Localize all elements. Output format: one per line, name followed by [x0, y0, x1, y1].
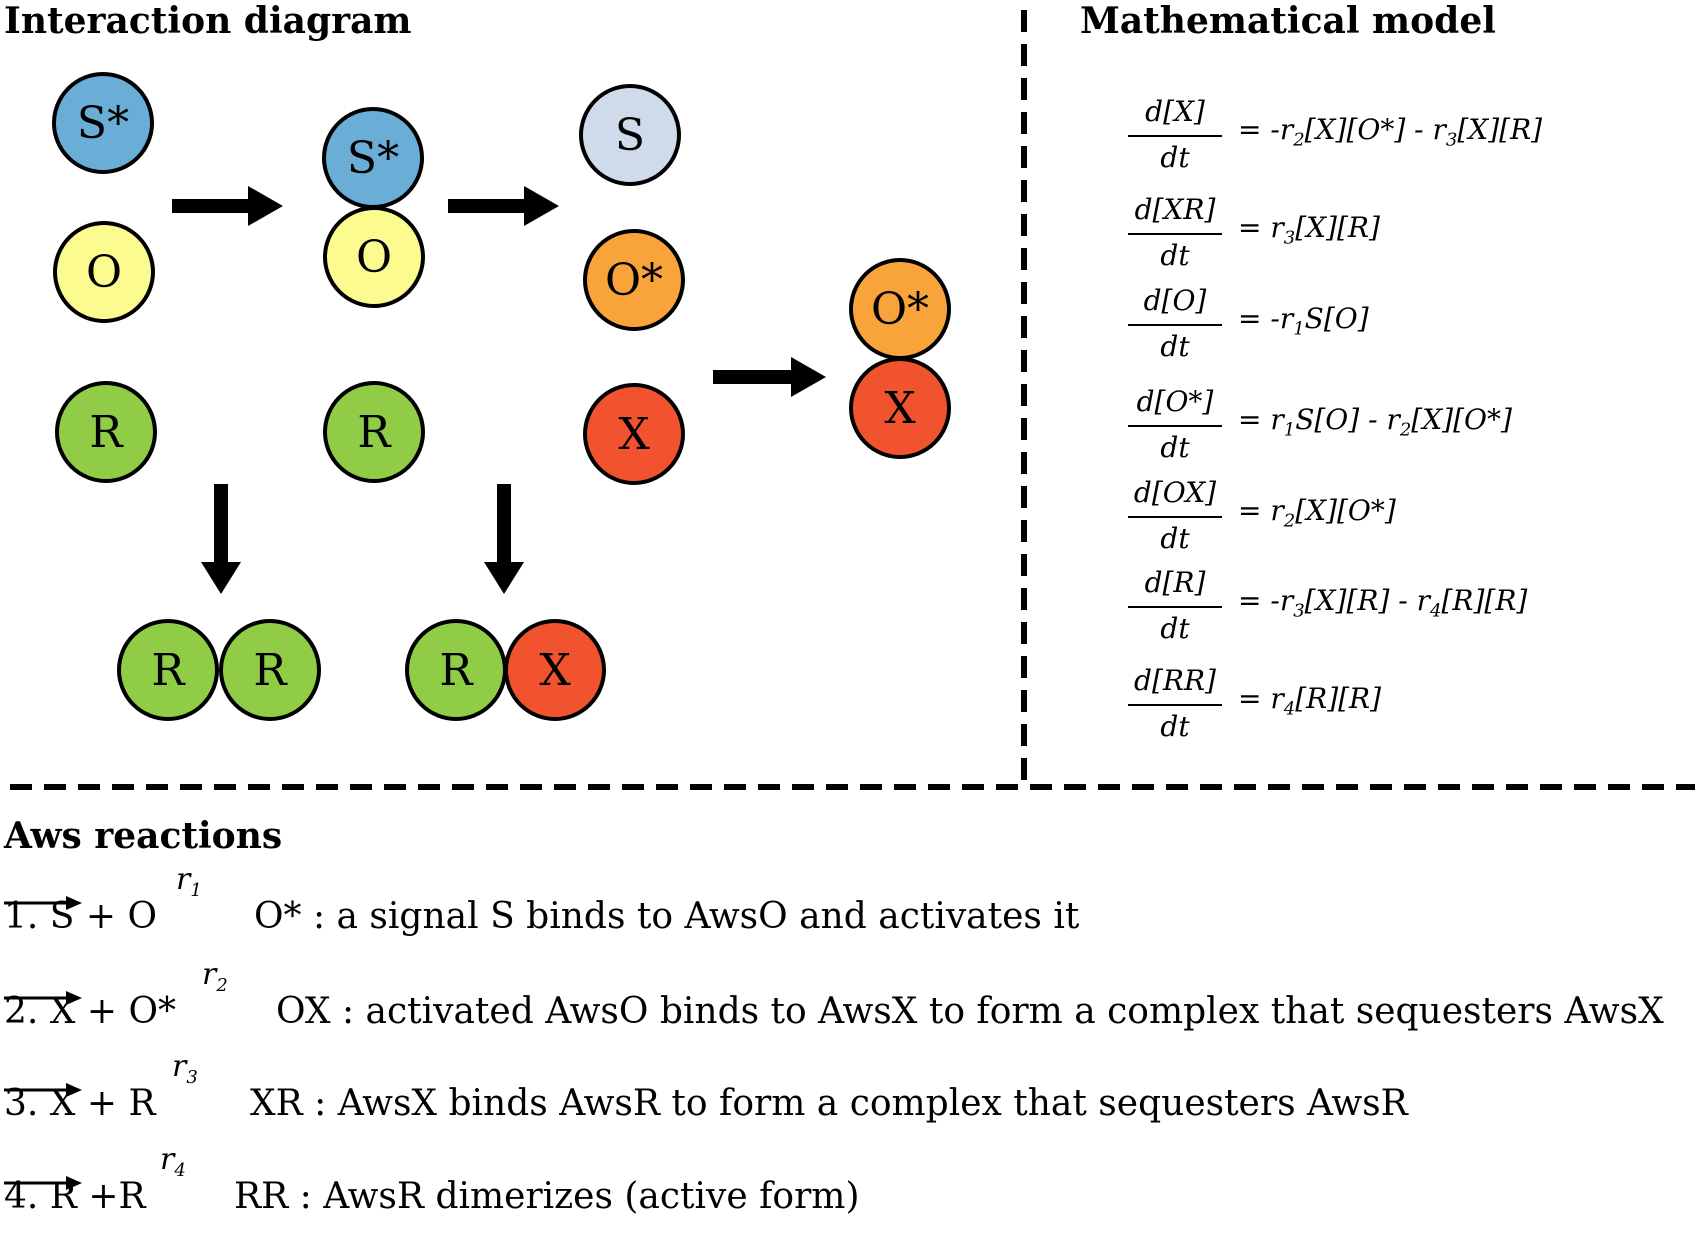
equation-rhs: = -r2[X][O*] - r3[X][R] [1238, 113, 1543, 151]
node-o-2: O [323, 206, 425, 308]
interaction-diagram-title: Interaction diagram [4, 0, 412, 42]
arrow-down-1 [201, 484, 241, 594]
svg-text:R: R [357, 407, 392, 458]
node-r-2: R [323, 381, 425, 483]
arrow-right-1 [172, 186, 283, 226]
node-o-star-4: O* [849, 258, 951, 360]
equation-rhs: = r1S[O] - r2[X][O*] [1238, 403, 1512, 441]
svg-text:X: X [618, 409, 650, 460]
reaction-2: 2. X + O* r2 OX : activated AwsO binds t… [4, 957, 1664, 1032]
svg-text:O*: O* [605, 255, 663, 306]
svg-text:X: X [539, 645, 571, 696]
node-r-1: R [55, 381, 157, 483]
svg-text:O: O [356, 232, 392, 283]
equation-xr: d[XR]dt= r3[X][R] [1110, 193, 1690, 283]
equation-rhs: = r2[X][O*] [1238, 494, 1396, 532]
node-x-4: X [849, 357, 951, 459]
node-rx-x: X [504, 619, 606, 721]
equation-o-star: d[O*]dt= r1S[O] - r2[X][O*] [1110, 385, 1690, 475]
equation-rhs: = -r1S[O] [1238, 302, 1369, 340]
node-o-1: O [53, 221, 155, 323]
reaction-arrow [4, 1176, 82, 1190]
node-x-3: X [583, 383, 685, 485]
reaction-arrow [4, 896, 82, 910]
reaction-1: 1. S + O r1 O* : a signal S binds to Aws… [4, 862, 1080, 937]
equation-ox: d[OX]dt= r2[X][O*] [1110, 476, 1690, 566]
svg-text:S*: S* [347, 133, 399, 184]
node-rr-left: R [117, 619, 219, 721]
svg-text:R: R [439, 645, 474, 696]
reaction-3: 3. X + R r3 XR : AwsX binds AwsR to form… [4, 1049, 1408, 1124]
svg-text:R: R [151, 645, 186, 696]
svg-text:S: S [615, 110, 645, 161]
svg-text:R: R [253, 645, 288, 696]
svg-text:R: R [89, 407, 124, 458]
svg-text:S*: S* [77, 98, 129, 149]
node-rr-right: R [219, 619, 321, 721]
node-s-star-2: S* [322, 107, 424, 209]
node-s-3: S [579, 84, 681, 186]
svg-text:X: X [884, 383, 916, 434]
svg-text:O*: O* [871, 284, 929, 335]
reaction-arrow [4, 991, 82, 1005]
node-rx-r: R [405, 619, 507, 721]
arrow-down-2 [484, 484, 524, 594]
equation-rr: d[RR]dt= r4[R][R] [1110, 664, 1690, 754]
reaction-arrow [4, 1083, 82, 1097]
node-s-star-1: S* [52, 72, 154, 174]
mathematical-model-title: Mathematical model [1080, 0, 1496, 42]
equation-o: d[O]dt= -r1S[O] [1110, 284, 1690, 374]
aws-reactions-title: Aws reactions [4, 815, 283, 857]
arrow-right-3 [713, 357, 826, 397]
arrow-right-2 [448, 186, 559, 226]
equation-rhs: = r4[R][R] [1238, 682, 1382, 720]
equation-r: d[R]dt= -r3[X][R] - r4[R][R] [1110, 566, 1690, 656]
equation-x: d[X]dt= -r2[X][O*] - r3[X][R] [1110, 95, 1690, 185]
node-o-star-3: O* [583, 229, 685, 331]
svg-text:O: O [86, 247, 122, 298]
equation-rhs: = r3[X][R] [1238, 211, 1380, 249]
reaction-4: 4. R +R r4 RR : AwsR dimerizes (active f… [4, 1142, 860, 1217]
equation-rhs: = -r3[X][R] - r4[R][R] [1238, 584, 1528, 622]
